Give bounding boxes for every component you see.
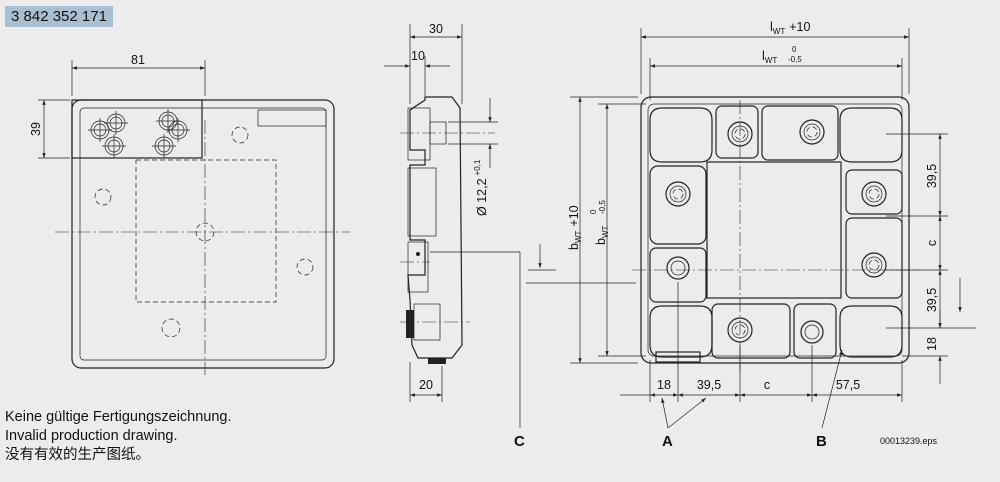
note-english: Invalid production drawing. xyxy=(5,428,178,444)
plate-outline xyxy=(71,99,335,369)
mount-zone xyxy=(71,99,203,159)
dim-18-horizontal: 18 xyxy=(657,378,671,392)
dim-bwt-tol-top: 0 xyxy=(589,209,598,214)
callout-b: B xyxy=(816,433,827,450)
disclaimer-notes: Keine gültige Fertigungszeichnung. Inval… xyxy=(5,408,232,465)
dim-bwt-inner: bWT xyxy=(594,225,610,245)
dim-c-vertical: c xyxy=(925,240,939,246)
dim-395-upper: 39,5 xyxy=(925,164,939,188)
note-german: Keine gültige Fertigungszeichnung. xyxy=(5,409,232,425)
dim-395-horizontal: 39,5 xyxy=(697,378,721,392)
dim-lwt-tol-bottom: -0,5 xyxy=(788,55,802,64)
callout-c: C xyxy=(514,433,525,450)
note-chinese: 没有有效的生产图纸。 xyxy=(5,447,150,463)
dim-bwt-outer: bWT+10 xyxy=(567,205,583,250)
dim-lwt-lower: lWT xyxy=(762,49,777,65)
dim-c-horizontal: c xyxy=(764,378,770,392)
part-number: 3 842 352 171 xyxy=(5,6,113,27)
dim-20: 20 xyxy=(419,378,433,392)
callouts: C A B xyxy=(430,244,843,450)
dim-10: 10 xyxy=(411,49,425,63)
dim-81: 81 xyxy=(131,53,145,67)
dim-18-vertical: 18 xyxy=(925,337,939,351)
dim-395-lower: 39,5 xyxy=(925,288,939,312)
dim-lwt-upper: lWT+10 xyxy=(770,20,810,36)
section-view: 30 10 Ø 12,2+0,1 20 xyxy=(384,22,498,402)
dim-dia: Ø 12,2+0,1 xyxy=(473,159,489,216)
dim-bwt-tol-bottom: -0,5 xyxy=(598,200,607,214)
file-name: 00013239.eps xyxy=(880,436,938,446)
bottom-view: lWT+10 lWT 0 -0,5 bWT+10 bWT 0 -0,5 39,5… xyxy=(567,20,976,402)
carrier-outline xyxy=(640,96,910,364)
dim-30: 30 xyxy=(429,22,443,36)
dim-lwt-tol-top: 0 xyxy=(792,45,797,54)
dim-39: 39 xyxy=(29,122,43,136)
dim-575: 57,5 xyxy=(836,378,860,392)
top-view: 81 39 xyxy=(29,53,350,375)
callout-a: A xyxy=(662,433,673,450)
